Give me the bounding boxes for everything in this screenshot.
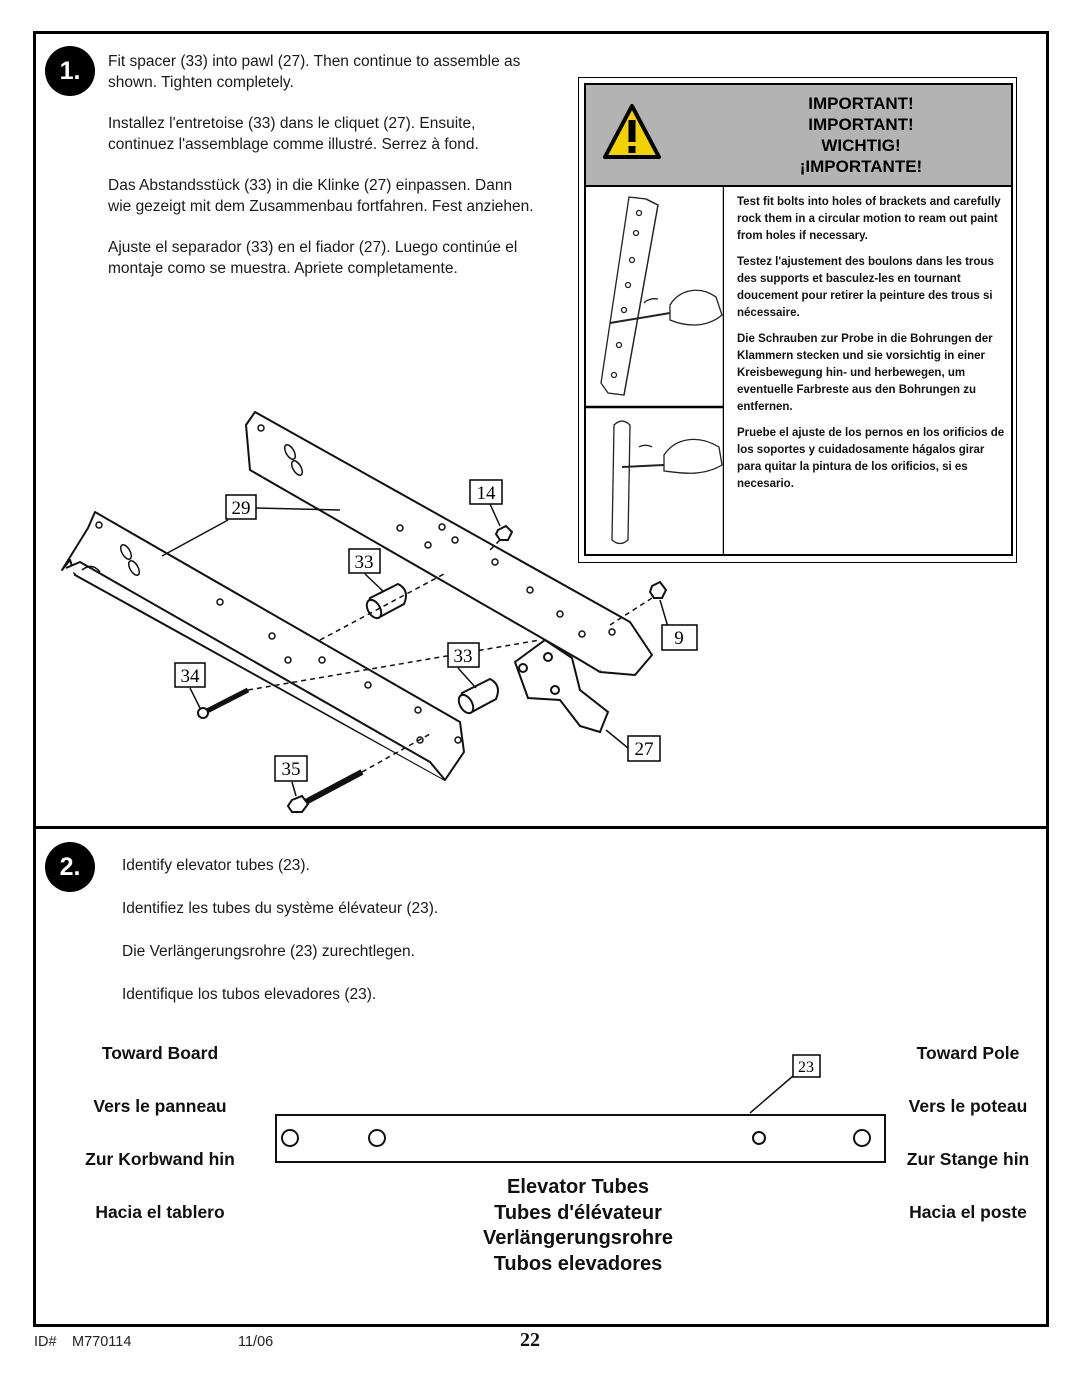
warning-instructions: Test fit bolts into holes of brackets an… bbox=[737, 194, 1005, 502]
callout-29: 29 bbox=[232, 498, 251, 519]
spacer-parts bbox=[365, 582, 499, 715]
elevator-tube bbox=[275, 1114, 886, 1163]
warning-titles: IMPORTANT! IMPORTANT! WICHTIG! ¡IMPORTAN… bbox=[741, 93, 981, 177]
callout-9: 9 bbox=[674, 628, 684, 649]
toward-pole-es: Hacia el poste bbox=[909, 1202, 1027, 1222]
page-frame bbox=[33, 31, 1049, 1327]
tube-title-en: Elevator Tubes bbox=[507, 1176, 649, 1198]
callout-labels: 29 14 33 33 34 9 27 35 bbox=[174, 479, 698, 782]
tube-title-de: Verlängerungsrohre bbox=[482, 1227, 674, 1249]
callout-33-lower: 33 bbox=[454, 646, 473, 667]
warning-illustrations bbox=[584, 185, 724, 554]
toward-pole-de: Zur Stange hin bbox=[906, 1149, 1030, 1169]
step-2-text-fr: Identifiez les tubes du système élévateu… bbox=[122, 900, 439, 917]
toward-board-en: Toward Board bbox=[101, 1043, 219, 1063]
toward-board-de: Zur Korbwand hin bbox=[85, 1149, 235, 1169]
elevator-tube-diagram: 23 bbox=[275, 1054, 886, 1163]
toward-pole-labels: Toward Pole Vers le poteau Zur Stange hi… bbox=[886, 1043, 1050, 1255]
step-1-text-en: Fit spacer (33) into pawl (27). Then con… bbox=[108, 53, 521, 91]
elevator-tubes-title: Elevator Tubes Tubes d'élévateur Verläng… bbox=[440, 1175, 716, 1277]
step-2-text-de: Die Verlängerungsrohre (23) zurechtlegen… bbox=[122, 943, 415, 960]
step-1-text-fr: Installez l'entretoise (33) dans le cliq… bbox=[108, 115, 479, 153]
warning-text-de: Die Schrauben zur Probe in die Bohrungen… bbox=[737, 333, 993, 413]
warning-title-es: ¡IMPORTANTE! bbox=[799, 157, 923, 176]
toward-board-fr: Vers le panneau bbox=[93, 1096, 227, 1116]
toward-board-labels: Toward Board Vers le panneau Zur Korbwan… bbox=[62, 1043, 258, 1255]
step-2-text-es: Identifique los tubos elevadores (23). bbox=[122, 986, 377, 1003]
bracket-test-fit-illustration bbox=[600, 196, 723, 396]
callout-14: 14 bbox=[477, 483, 497, 504]
callout-23: 23 bbox=[798, 1059, 814, 1076]
section-divider bbox=[33, 826, 1049, 829]
step-2-badge: 2. bbox=[45, 842, 95, 892]
step-1-instructions: Fit spacer (33) into pawl (27). Then con… bbox=[108, 51, 538, 299]
warning-header: IMPORTANT! IMPORTANT! WICHTIG! ¡IMPORTAN… bbox=[584, 83, 1013, 187]
step-1-text-de: Das Abstandsstück (33) in die Klinke (27… bbox=[108, 177, 534, 215]
callout-27: 27 bbox=[635, 739, 654, 760]
step-2-instructions: Identify elevator tubes (23). Identifiez… bbox=[122, 855, 622, 1027]
front-bracket bbox=[61, 511, 465, 781]
callout-34: 34 bbox=[181, 666, 201, 687]
page-number: 22 bbox=[520, 1329, 540, 1351]
tube-title-es: Tubos elevadores bbox=[493, 1252, 663, 1275]
warning-text-en: Test fit bolts into holes of brackets an… bbox=[737, 196, 1001, 242]
pawl-part bbox=[513, 638, 610, 734]
step-1-text-es: Ajuste el separador (33) en el fiador (2… bbox=[108, 239, 518, 277]
step-1-badge: 1. bbox=[45, 46, 95, 96]
warning-triangle-icon bbox=[603, 104, 661, 159]
warning-body bbox=[584, 185, 1013, 556]
tube-test-fit-illustration bbox=[611, 420, 723, 545]
callout-33-upper: 33 bbox=[355, 552, 374, 573]
toward-pole-fr: Vers le poteau bbox=[908, 1096, 1028, 1116]
warning-title-de: WICHTIG! bbox=[821, 136, 901, 155]
toward-pole-en: Toward Pole bbox=[916, 1043, 1020, 1063]
tube-title-fr: Tubes d'élévateur bbox=[494, 1201, 662, 1224]
warning-title-en: IMPORTANT! bbox=[808, 94, 914, 113]
warning-title-fr: IMPORTANT! bbox=[808, 115, 914, 134]
toward-board-es: Hacia el tablero bbox=[95, 1202, 225, 1222]
footer-date: 11/06 bbox=[238, 1334, 274, 1350]
warning-text-fr: Testez l'ajustement des boulons dans les… bbox=[737, 256, 994, 319]
step-2-text-en: Identify elevator tubes (23). bbox=[122, 857, 310, 874]
callout-35: 35 bbox=[282, 759, 301, 780]
footer-id-label: ID# bbox=[34, 1334, 57, 1350]
hardware-bolts bbox=[197, 524, 668, 813]
warning-text-es: Pruebe el ajuste de los pernos en los or… bbox=[737, 427, 1005, 490]
step-1-assembly-diagram: 29 14 33 33 34 9 27 35 bbox=[61, 411, 698, 813]
footer-id-value: M770114 bbox=[72, 1334, 132, 1350]
